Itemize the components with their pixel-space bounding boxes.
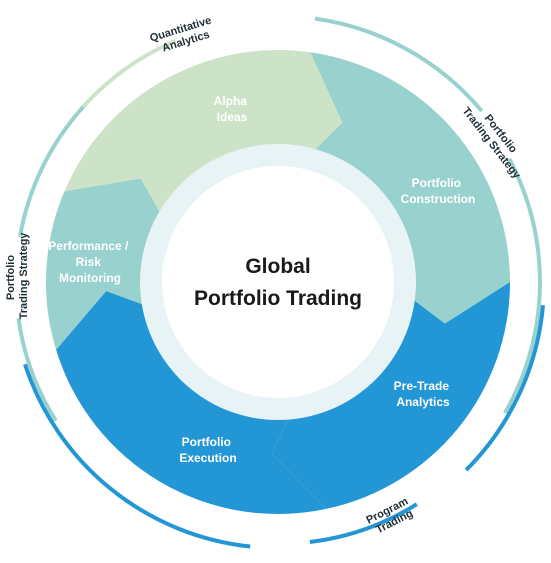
label-portfolio-construction: Portfolio Construction — [401, 176, 476, 206]
center-title-line-2: Portfolio Trading — [194, 287, 362, 310]
segment-portfolio-construction — [293, 52, 510, 324]
outer-arc-1 — [81, 38, 177, 109]
outer-arc-8 — [18, 105, 85, 237]
label-pre-trade-analytics: Pre-Trade Analytics — [394, 379, 453, 409]
center-title-line-1: Global — [245, 255, 310, 278]
outer-arc-6 — [23, 363, 251, 549]
segment-alpha-ideas — [64, 50, 343, 239]
outer-arc-2 — [314, 16, 484, 113]
outer-arc-5 — [309, 502, 418, 544]
label-portfolio-trading-strategy-left: Portfolio Trading Strategy — [5, 232, 30, 320]
segment-pre-trade-analytics — [272, 282, 510, 509]
outer-ring-arcs — [16, 16, 545, 549]
segment-performance-risk-monitoring — [45, 178, 175, 350]
label-program-trading: Program Trading — [364, 494, 418, 538]
center-hub — [162, 166, 394, 398]
outer-arc-7 — [16, 318, 58, 422]
process-segments — [45, 50, 510, 514]
label-portfolio-execution: Portfolio Execution — [179, 435, 236, 465]
outer-arc-3 — [503, 158, 542, 414]
segment-portfolio-execution — [56, 291, 327, 514]
outer-arc-4 — [464, 305, 545, 472]
label-performance-risk-monitoring: Performance / Risk Monitoring — [48, 239, 131, 285]
label-alpha-ideas: Alpha Ideas — [214, 94, 251, 124]
